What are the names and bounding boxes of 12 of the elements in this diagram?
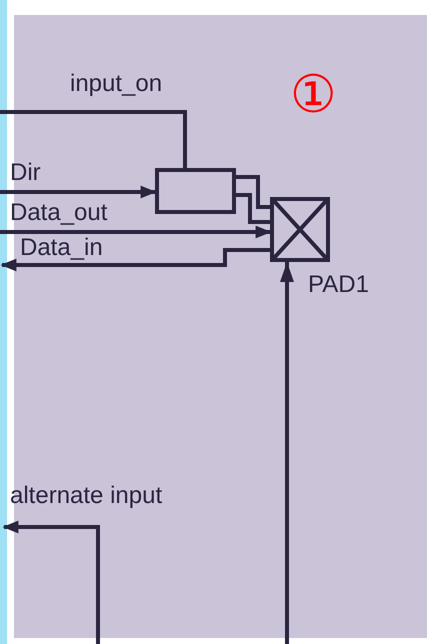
- arrow: [0, 226, 272, 238]
- arrow: [280, 262, 294, 644]
- callout-number: ①: [290, 70, 337, 122]
- arrow: [0, 248, 270, 272]
- signal-label: Data_in: [20, 233, 103, 263]
- buffer-box: [155, 168, 236, 214]
- signal-label: Data_out: [10, 198, 108, 228]
- signal-label: Dir: [10, 158, 41, 188]
- arrow: [0, 186, 157, 198]
- signal-label: alternate input: [10, 481, 162, 511]
- pad-label: PAD1: [308, 270, 369, 300]
- signal-label: input_on: [70, 69, 162, 99]
